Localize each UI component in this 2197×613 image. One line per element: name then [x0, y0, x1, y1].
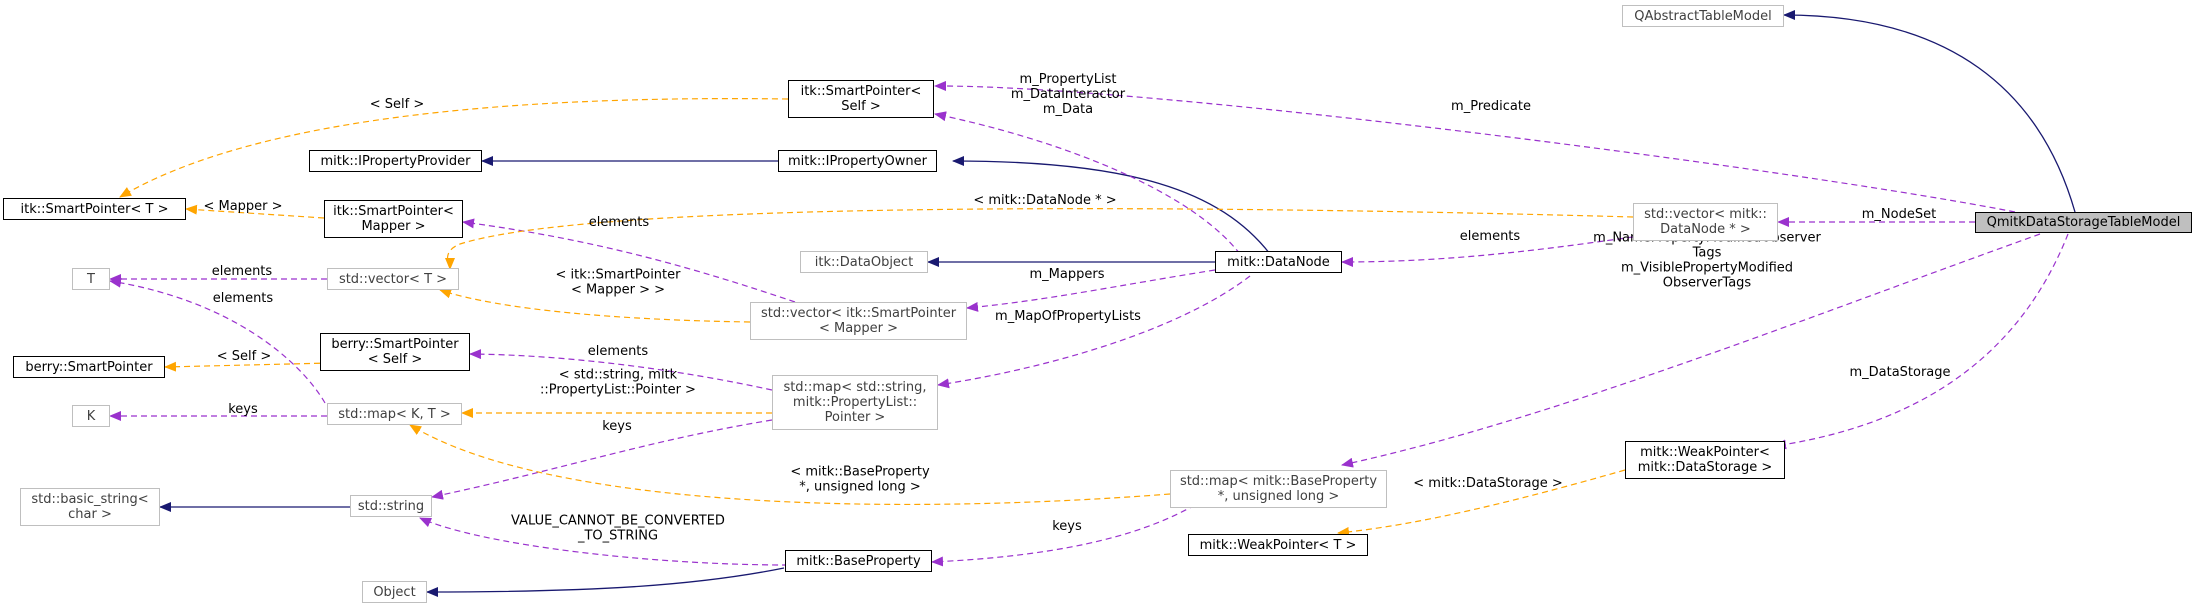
edge-mapbp-to-mapkt	[409, 424, 1171, 506]
edge-label-m-mapofproplists: m_MapOfPropertyLists	[995, 309, 1141, 324]
edge-qmitk-to-itksp-self	[934, 80, 2016, 213]
edge-datanode-to-itksp-self	[934, 111, 1241, 255]
edge-label-mapper: < Mapper >	[203, 199, 282, 214]
node-object[interactable]: Object	[362, 581, 427, 603]
node-std-basic-string[interactable]: std::basic_string< char >	[20, 488, 160, 526]
edge-label-keys-str: keys	[602, 419, 632, 434]
node-itk-dataobject[interactable]: itk::DataObject	[800, 251, 928, 273]
edge-label-keys-k: keys	[228, 402, 258, 417]
edge-label-elements-t1: elements	[212, 264, 273, 279]
node-std-vector-t[interactable]: std::vector< T >	[327, 268, 459, 290]
edge-label-m-predicate: m_Predicate	[1451, 99, 1531, 114]
edge-itksp-self-to-itksp-t	[119, 97, 789, 198]
edge-label-elements-berry: elements	[588, 344, 649, 359]
edge-mapplp-to-stdstring	[431, 419, 773, 500]
edge-label-self: < Self >	[370, 97, 425, 112]
edge-label-elements-dn: elements	[1460, 229, 1521, 244]
edge-weakds-to-weakt	[1337, 469, 1626, 537]
edge-qmitk-to-weak-ds	[1774, 233, 2069, 450]
edge-label-elements-vec: elements	[589, 215, 650, 230]
edge-label-keys-bp: keys	[1052, 519, 1082, 534]
edge-label-itksp-mapper-vec: < itk::SmartPointer< Mapper > >	[556, 268, 682, 298]
edge-vecdn-to-vect	[444, 208, 1634, 270]
edge-vecsp-to-vect	[439, 288, 751, 323]
node-mitk-weakpointer-t[interactable]: mitk::WeakPointer< T >	[1188, 534, 1368, 556]
edge-baseprop-to-object	[426, 567, 785, 597]
edge-label-baseprop-ul: < mitk::BaseProperty*, unsigned long >	[790, 465, 930, 495]
node-mitk-datanode[interactable]: mitk::DataNode	[1215, 251, 1342, 273]
node-mitk-ipropertyowner[interactable]: mitk::IPropertyOwner	[778, 150, 937, 172]
edge-vecdn-to-datanode	[1341, 236, 1634, 267]
edge-datanode-to-map-plp	[937, 275, 1251, 389]
edge-datanode-to-vecsp	[966, 269, 1216, 312]
edge-mapkt-to-t	[109, 277, 326, 404]
edge-label-m-mappers: m_Mappers	[1030, 267, 1105, 282]
edge-qmitk-to-qabstract	[1783, 10, 2076, 213]
node-itk-smartpointer-mapper[interactable]: itk::SmartPointer< Mapper >	[324, 200, 463, 238]
edge-datanode-to-owner	[952, 156, 1271, 255]
node-berry-smartpointer-self[interactable]: berry::SmartPointer < Self >	[320, 333, 470, 371]
edge-label-std-string-plp: < std::string, mitk::PropertyList::Point…	[540, 368, 696, 398]
node-mitk-baseproperty[interactable]: mitk::BaseProperty	[785, 550, 932, 572]
edge-mapplp-to-berry-self	[469, 349, 773, 391]
edge-label-value-cannot: VALUE_CANNOT_BE_CONVERTED_TO_STRING	[511, 514, 725, 544]
node-mitk-weakpointer-datastorage[interactable]: mitk::WeakPointer< mitk::DataStorage >	[1625, 441, 1785, 479]
node-t[interactable]: T	[72, 268, 110, 290]
node-itk-smartpointer-t[interactable]: itk::SmartPointer< T >	[3, 198, 186, 220]
node-std-vector-datanode[interactable]: std::vector< mitk:: DataNode * >	[1633, 203, 1778, 241]
node-qmitkdatastoragetablemodel[interactable]: QmitkDataStorageTableModel	[1975, 212, 2192, 233]
node-k[interactable]: K	[72, 405, 110, 427]
node-qabstracttablemodel[interactable]: QAbstractTableModel	[1622, 5, 1784, 27]
node-mitk-ipropertyprovider[interactable]: mitk::IPropertyProvider	[309, 150, 482, 172]
node-berry-smartpointer[interactable]: berry::SmartPointer	[13, 356, 165, 378]
edge-itksp-mapper-to-itksp-t	[185, 204, 325, 219]
edge-mapbp-to-baseprop	[931, 504, 1196, 567]
edge-label-m-datastorage: m_DataStorage	[1849, 365, 1950, 380]
edge-label-elements-t2: elements	[213, 291, 274, 306]
node-std-map-baseproperty[interactable]: std::map< mitk::BaseProperty *, unsigned…	[1170, 470, 1387, 508]
edge-label-mitk-datastorage: < mitk::DataStorage >	[1413, 476, 1563, 491]
node-std-vector-itk-smartpointer-mapper[interactable]: std::vector< itk::SmartPointer < Mapper …	[750, 302, 967, 340]
node-std-map-string-propertylist[interactable]: std::map< std::string, mitk::PropertyLis…	[772, 375, 938, 430]
edge-berry-self-to-berry	[164, 361, 331, 372]
edge-label-datanode-ptr: < mitk::DataNode * >	[973, 193, 1116, 208]
edge-baseprop-to-stdstring	[419, 517, 789, 566]
edge-qmitk-to-map-baseprop	[1341, 233, 2041, 468]
edge-label-m-nodeset: m_NodeSet	[1862, 207, 1936, 222]
node-std-string[interactable]: std::string	[350, 495, 432, 517]
edge-label-self-berry: < Self >	[217, 349, 272, 364]
node-itk-smartpointer-self[interactable]: itk::SmartPointer< Self >	[788, 80, 934, 118]
node-std-map-k-t[interactable]: std::map< K, T >	[327, 403, 462, 425]
